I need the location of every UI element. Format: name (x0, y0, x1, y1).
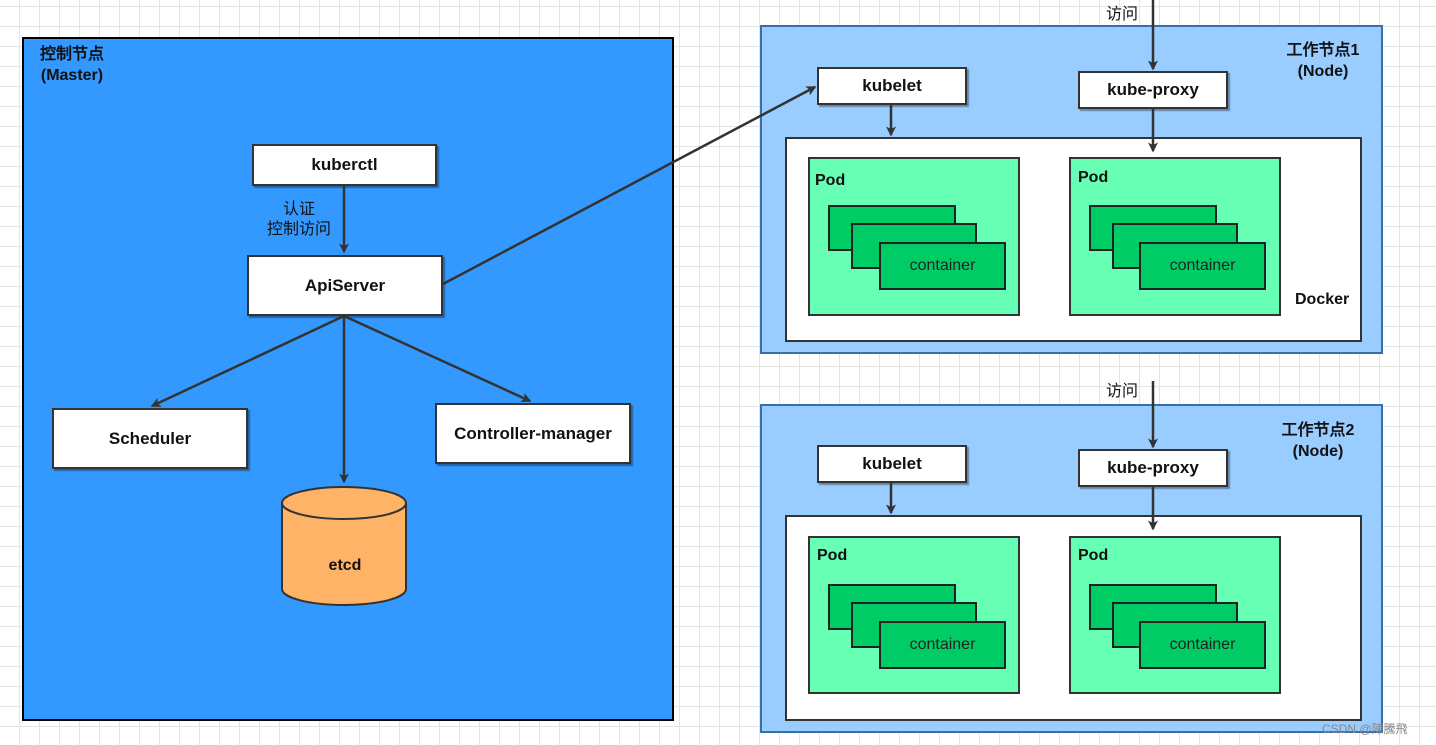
node2-kube-proxy-box: kube-proxy (1078, 449, 1228, 487)
kubectl-box: kuberctl (252, 144, 437, 186)
etcd-cylinder (281, 486, 407, 606)
arrow-apiserver-to-node1-kubelet (442, 85, 817, 286)
node1-pod-1-label: Pod (815, 172, 846, 189)
node2-pod-1-container: container (879, 621, 1006, 669)
node1-access-label: 访问 (1105, 6, 1138, 23)
node1-pod-1-container: container (879, 242, 1006, 290)
worker-node-1-title: 工作节点1 (Node) (1286, 42, 1360, 80)
master-title: 控制节点 (Master) (39, 46, 104, 84)
apiserver-box: ApiServer (247, 255, 443, 316)
scheduler-box: Scheduler (52, 408, 248, 469)
node1-kube-proxy-box: kube-proxy (1078, 71, 1228, 109)
node2-pod-1-label: Pod (817, 547, 848, 564)
node2-access-label: 访问 (1105, 383, 1138, 400)
etcd-label: etcd (328, 557, 362, 574)
watermark: CSDN @陳騰飛 (1322, 722, 1408, 736)
node2-pod-2-label: Pod (1078, 547, 1109, 564)
node1-pod-2-label: Pod (1078, 169, 1109, 186)
node1-kubelet-box: kubelet (817, 67, 967, 105)
controller-manager-box: Controller-manager (435, 403, 631, 464)
worker-node-2-title: 工作节点2 (Node) (1281, 422, 1355, 460)
node1-docker-label: Docker (1295, 291, 1350, 308)
auth-access-label: 认证 控制访问 (266, 201, 331, 238)
node2-kubelet-box: kubelet (817, 445, 967, 483)
node2-pod-2-container: container (1139, 621, 1266, 669)
arrow-apiserver-to-controller (343, 314, 532, 403)
node1-pod-2-container: container (1139, 242, 1266, 290)
arrow-apiserver-to-scheduler (150, 314, 345, 408)
